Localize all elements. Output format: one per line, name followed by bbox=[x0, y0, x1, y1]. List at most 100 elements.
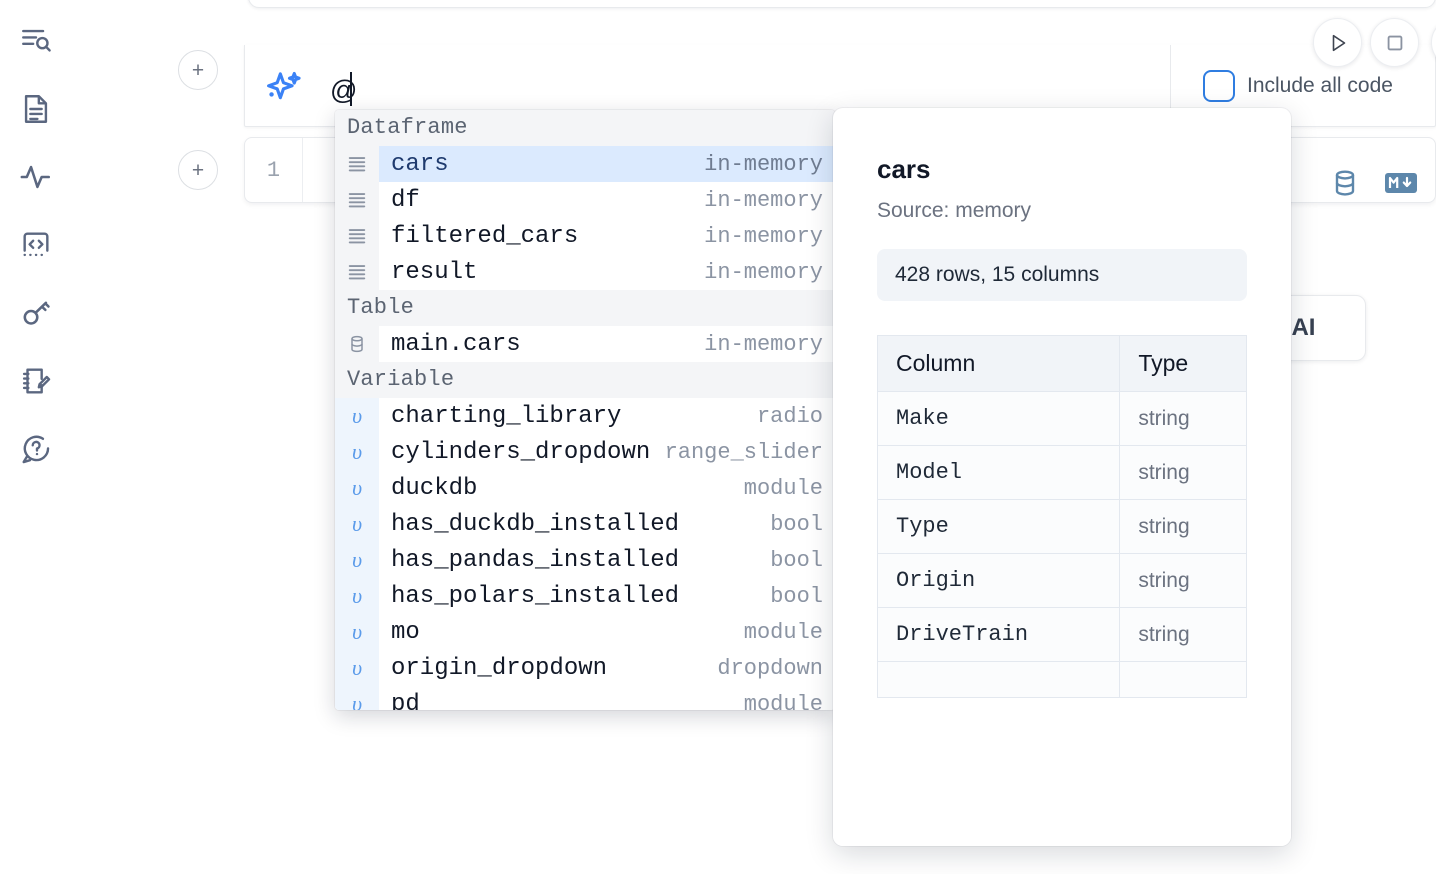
sidebar-item-outline[interactable] bbox=[13, 86, 59, 132]
autocomplete-item-name: charting_library bbox=[391, 402, 622, 430]
dataframe-icon bbox=[335, 218, 379, 254]
ai-sparkle-icon bbox=[262, 68, 306, 112]
variable-icon: υ bbox=[335, 614, 379, 650]
autocomplete-item-type: module bbox=[743, 619, 823, 645]
add-cell-above-button[interactable]: + bbox=[178, 50, 218, 90]
autocomplete-item-type: in-memory bbox=[704, 223, 823, 249]
autocomplete-item-name: cars bbox=[391, 150, 449, 178]
preview-stats: 428 rows, 15 columns bbox=[877, 249, 1247, 301]
more-button[interactable] bbox=[1431, 18, 1436, 67]
sidebar-item-file-explorer[interactable] bbox=[13, 18, 59, 64]
plus-icon: + bbox=[191, 158, 205, 182]
schema-column-type: string bbox=[1119, 553, 1247, 608]
code-cell-type-icons bbox=[1330, 168, 1418, 198]
run-controls bbox=[1313, 18, 1436, 67]
autocomplete-item-name: has_duckdb_installed bbox=[391, 510, 680, 538]
secrets-key-icon bbox=[19, 296, 53, 330]
schema-column-name bbox=[876, 661, 1121, 698]
run-button[interactable] bbox=[1313, 18, 1362, 67]
autocomplete-item-type: module bbox=[743, 691, 823, 711]
autocomplete-item-type: bool bbox=[770, 547, 823, 573]
autocomplete-item-name: has_pandas_installed bbox=[391, 546, 680, 574]
ai-prompt-input[interactable] bbox=[330, 70, 1140, 110]
sidebar-item-dependency-graph[interactable] bbox=[13, 154, 59, 200]
column-header-column: Column bbox=[876, 335, 1121, 392]
text-caret bbox=[350, 72, 352, 106]
code-snippets-icon bbox=[19, 228, 53, 262]
autocomplete-item[interactable]: cars in-memory bbox=[335, 146, 835, 182]
schema-column-type: string bbox=[1119, 499, 1247, 554]
variable-icon: υ bbox=[335, 650, 379, 686]
autocomplete-item-type: module bbox=[743, 475, 823, 501]
autocomplete-item-name: pd bbox=[391, 690, 420, 711]
autocomplete-item-name: origin_dropdown bbox=[391, 654, 608, 682]
ai-prompt-divider bbox=[1170, 45, 1171, 127]
variable-icon: υ bbox=[335, 434, 379, 470]
autocomplete-item-type: in-memory bbox=[704, 331, 823, 357]
include-all-code-toggle[interactable]: Include all code bbox=[1203, 70, 1393, 102]
autocomplete-item[interactable]: υ cylinders_dropdown range_slider bbox=[335, 434, 835, 470]
schema-column-name: DriveTrain bbox=[876, 607, 1121, 662]
autocomplete-item-type: range_slider bbox=[664, 439, 823, 465]
variable-icon: υ bbox=[335, 578, 379, 614]
autocomplete-item[interactable]: υ charting_library radio bbox=[335, 398, 835, 434]
autocomplete-item[interactable]: df in-memory bbox=[335, 182, 835, 218]
schema-column-name: Model bbox=[876, 445, 1121, 500]
dataframe-icon bbox=[335, 182, 379, 218]
dataframe-icon bbox=[335, 146, 379, 182]
add-cell-below-button[interactable]: + bbox=[178, 150, 218, 190]
preview-fade-overlay bbox=[833, 790, 1291, 846]
sidebar-item-snippets[interactable] bbox=[13, 222, 59, 268]
autocomplete-group-header: Table bbox=[335, 290, 835, 326]
dataframe-icon bbox=[335, 254, 379, 290]
help-chat-icon bbox=[19, 432, 53, 466]
autocomplete-item-type: radio bbox=[756, 403, 823, 429]
stop-square-icon bbox=[1384, 32, 1406, 54]
variable-icon: υ bbox=[335, 506, 379, 542]
preview-source: Source: memory bbox=[877, 199, 1032, 222]
schema-column-type: string bbox=[1119, 607, 1247, 662]
autocomplete-group-header: Variable bbox=[335, 362, 835, 398]
autocomplete-item-name: has_polars_installed bbox=[391, 582, 680, 610]
interrupt-button[interactable] bbox=[1370, 18, 1419, 67]
variable-icon: υ bbox=[335, 398, 379, 434]
schema-column-type: string bbox=[1119, 391, 1247, 446]
code-cell-line-number: 1 bbox=[245, 138, 303, 202]
autocomplete-item-type: in-memory bbox=[704, 187, 823, 213]
markdown-icon[interactable] bbox=[1384, 170, 1418, 196]
include-all-code-label: Include all code bbox=[1247, 74, 1393, 97]
sidebar-item-secrets[interactable] bbox=[13, 290, 59, 336]
autocomplete-item-name: df bbox=[391, 186, 420, 214]
preview-title: cars bbox=[877, 154, 931, 184]
play-icon bbox=[1326, 31, 1350, 55]
include-all-code-checkbox[interactable] bbox=[1203, 70, 1235, 102]
autocomplete-item-name: cylinders_dropdown bbox=[391, 438, 651, 466]
database-icon[interactable] bbox=[1330, 168, 1360, 198]
autocomplete-item-name: main.cars bbox=[391, 330, 521, 358]
autocomplete-item-type: dropdown bbox=[717, 655, 823, 681]
autocomplete-item-type: in-memory bbox=[704, 151, 823, 177]
autocomplete-item-type: bool bbox=[770, 583, 823, 609]
autocomplete-item[interactable]: main.cars in-memory bbox=[335, 326, 835, 362]
sidebar-item-scratchpad[interactable] bbox=[13, 358, 59, 404]
autocomplete-item[interactable]: υ has_polars_installed bool bbox=[335, 578, 835, 614]
autocomplete-item[interactable]: υ origin_dropdown dropdown bbox=[335, 650, 835, 686]
variable-icon: υ bbox=[335, 470, 379, 506]
schema-column-name: Origin bbox=[876, 553, 1121, 608]
sidebar-item-help[interactable] bbox=[13, 426, 59, 472]
column-header-type: Type bbox=[1119, 335, 1247, 392]
autocomplete-item-name: duckdb bbox=[391, 474, 478, 502]
activity-pulse-icon bbox=[19, 160, 53, 194]
autocomplete-item-name: mo bbox=[391, 618, 420, 646]
